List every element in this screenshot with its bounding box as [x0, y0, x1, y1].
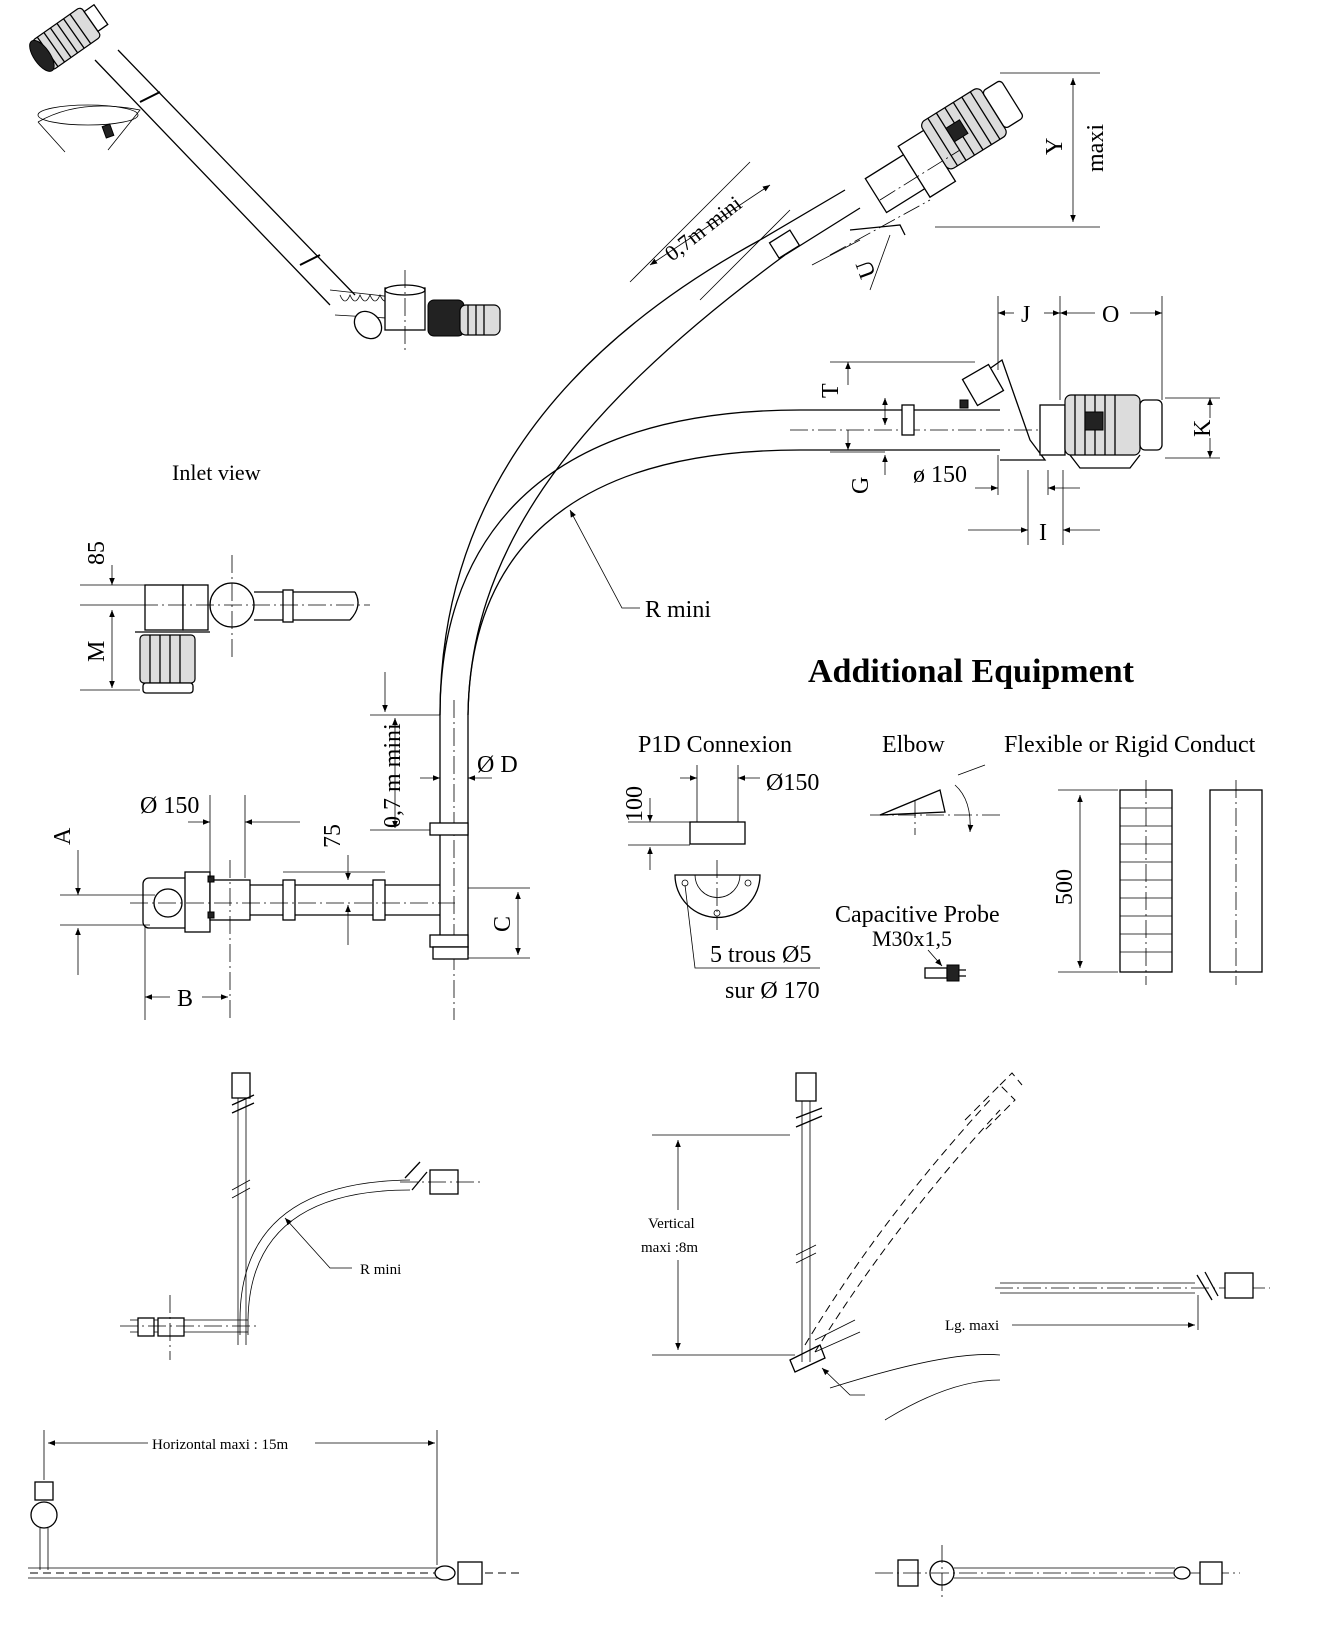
dim-D: Ø D — [477, 752, 518, 778]
dimensions: Y maxi 0,7m mini U J O T K G ø 150 — [50, 72, 1220, 1020]
dim-85: 85 — [84, 541, 110, 565]
conduct-title: Flexible or Rigid Conduct — [1004, 732, 1256, 758]
layout-r-mini-label: R mini — [360, 1262, 401, 1278]
p1d-circle: sur Ø 170 — [725, 978, 820, 1004]
p1d-connexion: P1D Connexion Ø150 100 5 trous Ø5 sur Ø … — [622, 732, 820, 1004]
inlet-detail — [135, 555, 370, 694]
probe-thread: M30x1,5 — [872, 926, 952, 951]
dim-J: J — [1021, 302, 1030, 328]
p1d-title: P1D Connexion — [638, 732, 792, 758]
p1d-dia150: Ø150 — [766, 770, 819, 796]
layout-bottom-right — [875, 1545, 1240, 1600]
dim-Y: Y — [1042, 138, 1068, 155]
dim-C: C — [490, 916, 516, 932]
side-view — [130, 860, 455, 1020]
dim-dia150-side: Ø 150 — [140, 793, 199, 819]
dim-dia150-top: ø 150 — [913, 462, 967, 488]
elbow: Elbow — [870, 732, 1000, 835]
dim-maxi: maxi — [1083, 124, 1109, 172]
dim-07-mini-side: 0,7 m mini — [380, 723, 406, 828]
horizontal-drive — [959, 358, 1163, 469]
probe-title: Capacitive Probe — [835, 902, 1000, 928]
dim-T: T — [818, 383, 844, 398]
dim-M: M — [84, 641, 110, 662]
inlet-view-label: Inlet view — [172, 460, 261, 485]
layout-vertical-label: Vertical — [648, 1216, 695, 1232]
dim-O: O — [1102, 302, 1119, 328]
layout-vertical-max: maxi :8m — [641, 1240, 698, 1256]
layout-vertical: Vertical maxi :8m Lg. maxi — [640, 1072, 1270, 1421]
dim-G: G — [848, 477, 874, 494]
isometric-view — [29, 3, 501, 352]
layout-horizontal: Horizontal maxi : 15m — [28, 1430, 520, 1585]
dim-U: U — [851, 257, 881, 282]
dim-A: A — [50, 827, 76, 845]
conduct: Flexible or Rigid Conduct 500 — [1004, 732, 1263, 985]
heading-additional-equipment: Additional Equipment — [808, 653, 1135, 690]
dim-R-mini: R mini — [645, 597, 711, 623]
capacitive-probe: Capacitive Probe M30x1,5 — [835, 902, 1000, 982]
conduct-500: 500 — [1052, 869, 1078, 905]
dim-I: I — [1039, 520, 1047, 546]
layout-lg-maxi: Lg. maxi — [945, 1318, 999, 1334]
dim-B: B — [177, 986, 193, 1012]
p1d-holes: 5 trous Ø5 — [710, 942, 811, 968]
main-conveyor — [429, 189, 1080, 1020]
inclined-drive — [829, 80, 1024, 256]
layout-r-mini: R mini — [120, 1072, 480, 1360]
elbow-title: Elbow — [882, 732, 945, 758]
p1d-100: 100 — [622, 786, 648, 822]
layout-horizontal-label: Horizontal maxi : 15m — [152, 1437, 289, 1453]
dim-75: 75 — [320, 824, 346, 848]
dim-K: K — [1190, 419, 1216, 437]
